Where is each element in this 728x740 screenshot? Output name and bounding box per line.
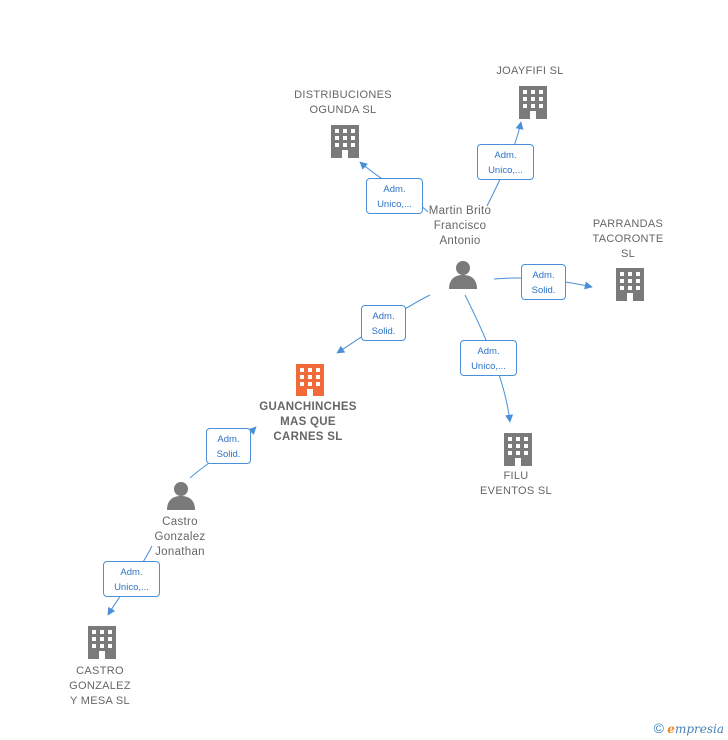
relation-box-guanchinches-martin[interactable]: Adm.Solid. [361, 305, 406, 341]
company-label-parrandas[interactable]: PARRANDAS TACORONTE SL [592, 218, 664, 260]
person-label-castro-jonathan[interactable]: Castro Gonzalez Jonathan [154, 516, 206, 558]
relation-box-guanchinches-castro[interactable]: Adm.Solid. [206, 428, 251, 464]
relation-box-joayfifi[interactable]: Adm.Unico,... [477, 144, 534, 180]
company-label-distribuciones[interactable]: DISTRIBUCIONES OGUNDA SL [294, 89, 392, 116]
building-icon[interactable] [518, 85, 548, 124]
relation-box-filu[interactable]: Adm.Unico,... [460, 340, 517, 376]
brand-footer[interactable]: © empresia [654, 720, 724, 736]
brand-logo-text: mpresia [674, 722, 724, 736]
copyright-icon: © [653, 720, 664, 736]
relation-box-castro-mesa[interactable]: Adm.Unico,... [103, 561, 160, 597]
company-label-filu[interactable]: FILU EVENTOS SL [480, 470, 552, 497]
relation-box-distribuciones[interactable]: Adm.Unico,... [366, 178, 423, 214]
person-icon[interactable] [166, 480, 196, 515]
relation-box-parrandas[interactable]: Adm.Solid. [521, 264, 566, 300]
building-icon[interactable] [330, 124, 360, 163]
person-icon[interactable] [448, 259, 478, 294]
person-label-martin[interactable]: Martin Brito Francisco Antonio [428, 205, 492, 247]
building-icon[interactable] [87, 625, 117, 664]
company-label-castro-mesa[interactable]: CASTRO GONZALEZ Y MESA SL [69, 665, 131, 707]
building-icon[interactable] [503, 432, 533, 471]
company-label-joayfifi[interactable]: JOAYFIFI SL [496, 65, 564, 77]
company-label-guanchinches[interactable]: GUANCHINCHES MAS QUE CARNES SL [259, 401, 357, 443]
brand-logo-initial: e [667, 722, 675, 736]
building-icon[interactable] [615, 267, 645, 306]
building-icon[interactable] [294, 362, 326, 401]
